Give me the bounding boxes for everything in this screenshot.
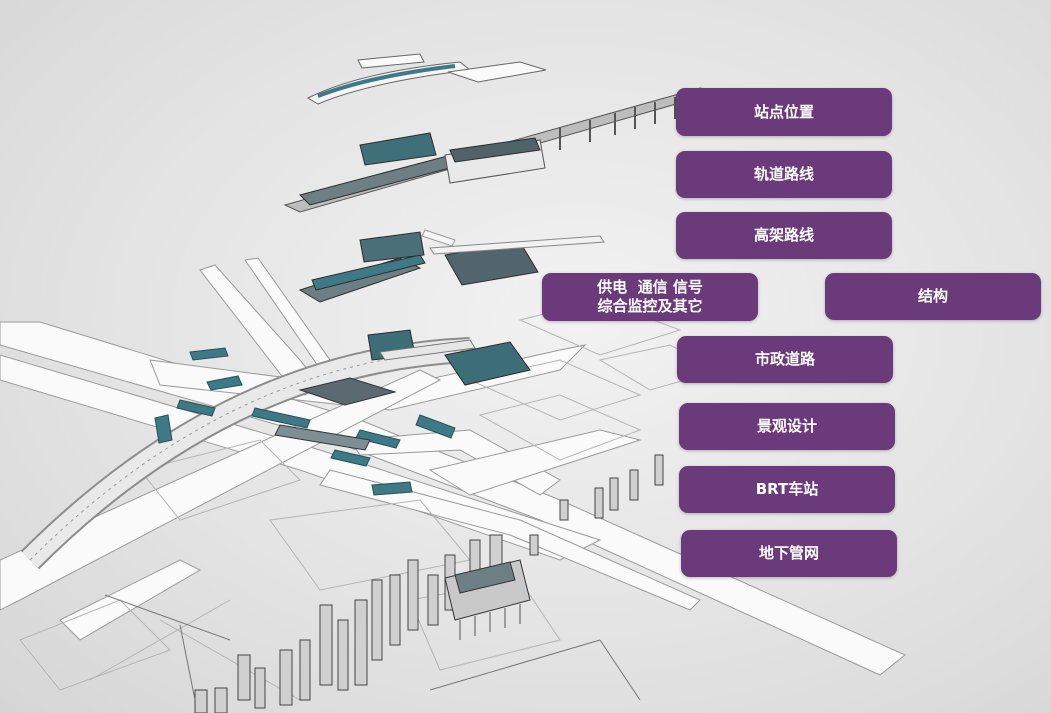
platform-layer (283, 87, 719, 213)
ground-road-network (0, 257, 906, 676)
ground-blocks (19, 299, 722, 701)
underground-station-box (444, 559, 531, 640)
layer-button-label-line1: 供电 通信 信号 (597, 278, 703, 296)
layer-button-brt-station[interactable]: BRT车站 (679, 466, 895, 513)
canopy-layer (306, 53, 547, 105)
layer-button-elevated-route[interactable]: 高架路线 (676, 212, 892, 259)
layer-button-rail-route[interactable]: 轨道路线 (676, 151, 892, 198)
ground-station (274, 329, 531, 451)
layer-button-label: 地下管网 (758, 544, 819, 562)
layer-button-label: 站点位置 (753, 102, 814, 121)
layer-button-label: 景观设计 (756, 417, 817, 435)
brt-shelters (154, 347, 456, 496)
concourse-layer (298, 229, 605, 303)
layer-button-structure[interactable]: 结构 (825, 273, 1041, 320)
layer-button-underground-pipes[interactable]: 地下管网 (681, 530, 897, 577)
layer-button-station-location[interactable]: 站点位置 (676, 88, 892, 136)
pipe-network (104, 594, 641, 701)
layer-button-municipal-roads[interactable]: 市政道路 (677, 336, 893, 383)
layer-button-power-comms-signal[interactable]: 供电 通信 信号 综合监控及其它 (542, 273, 758, 321)
layer-button-label: 结构 (917, 287, 948, 305)
layer-button-label: 轨道路线 (753, 165, 814, 183)
layer-button-label: 高架路线 (753, 226, 814, 244)
layer-button-landscape-design[interactable]: 景观设计 (679, 403, 895, 450)
layer-button-label: 市政道路 (754, 350, 815, 368)
layer-button-label: BRT车站 (755, 480, 819, 498)
layer-button-label-line2: 综合监控及其它 (597, 297, 703, 315)
residential-towers (194, 454, 664, 713)
